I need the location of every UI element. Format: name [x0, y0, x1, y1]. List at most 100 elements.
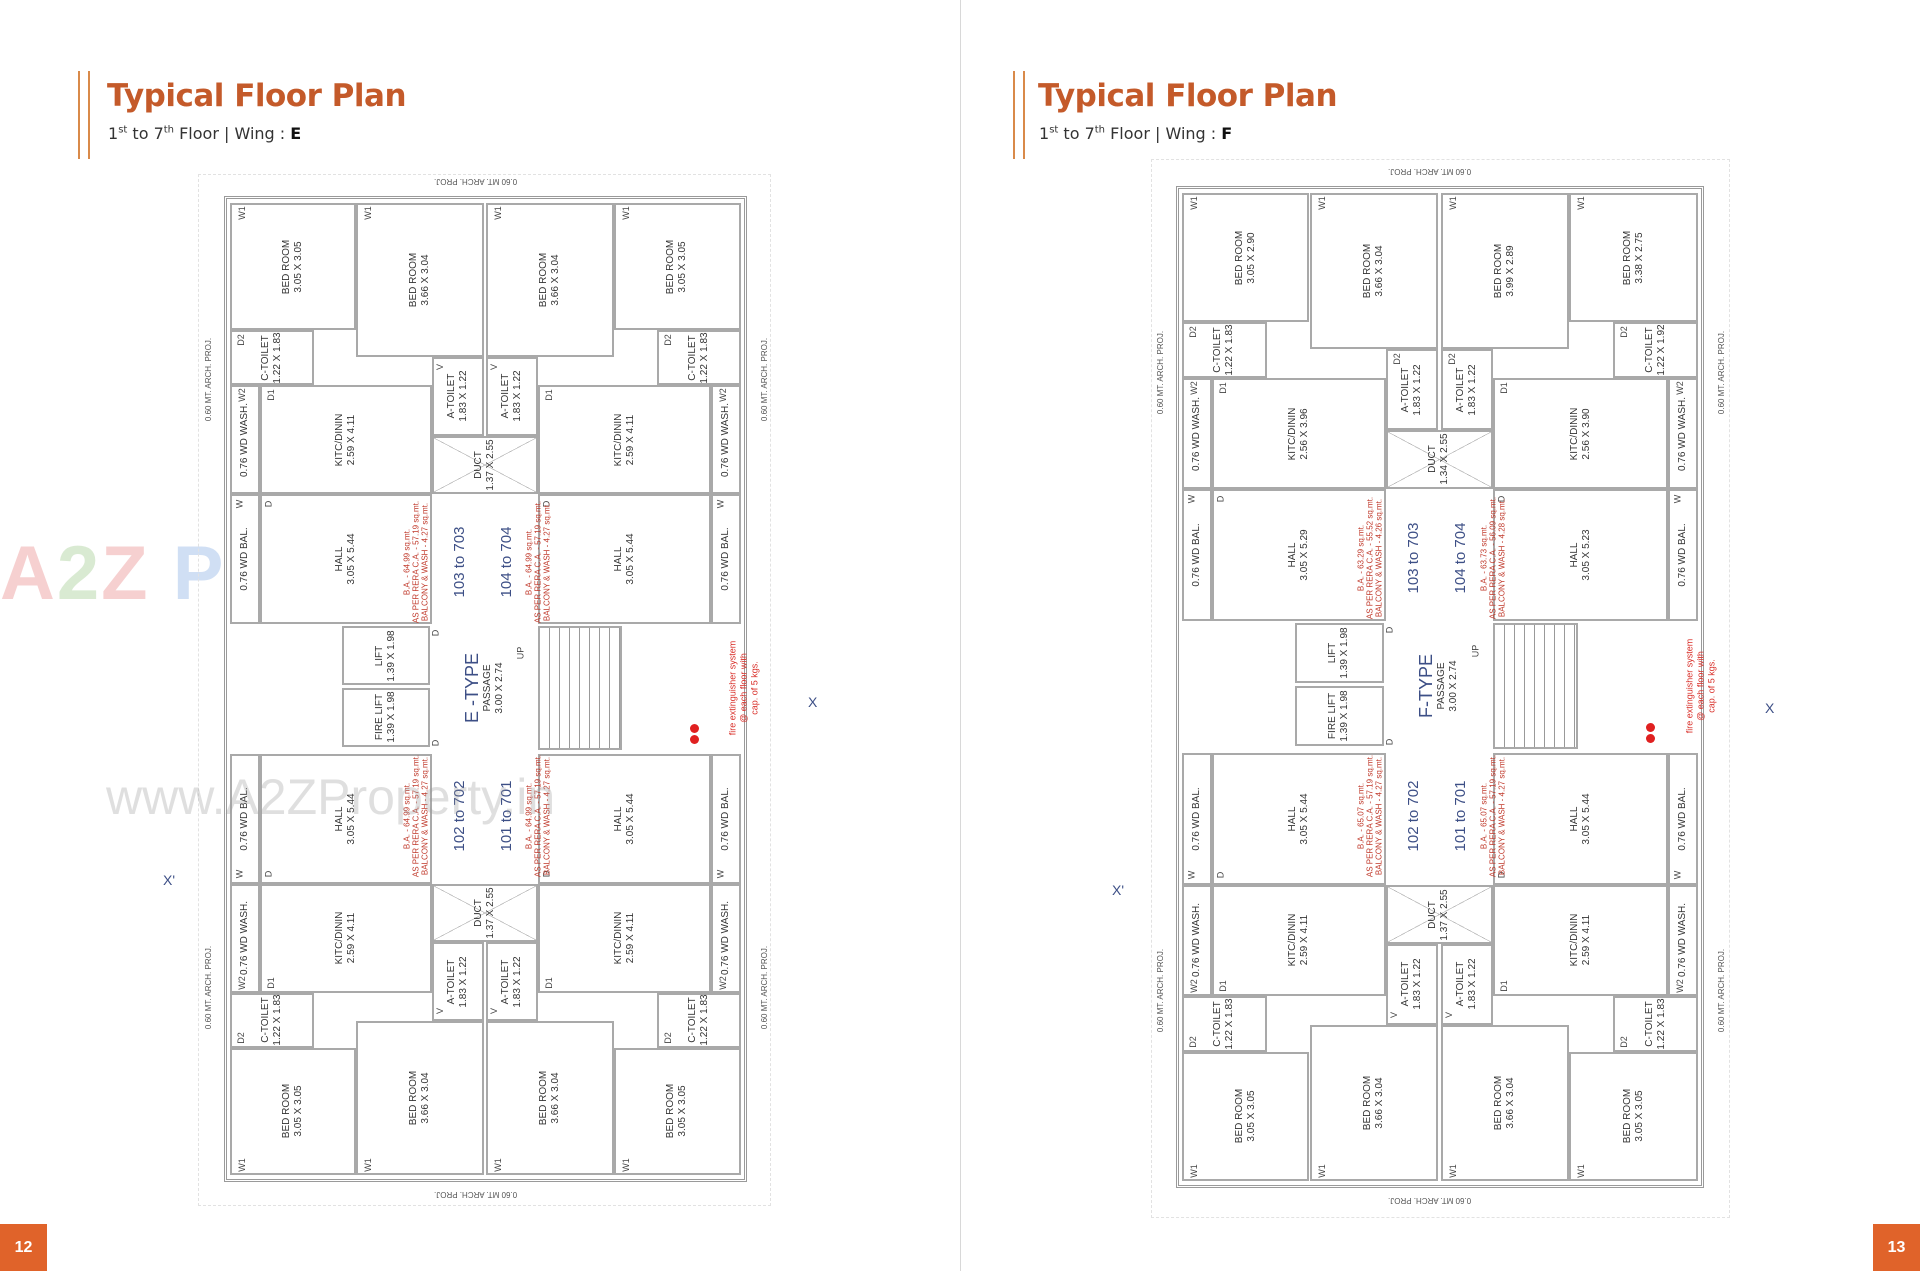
unit-number: 104 to 704 [489, 503, 525, 621]
room-label: 0.76 WD BAL. [1677, 523, 1689, 586]
room-size: 3.66 X 3.04 [420, 1072, 432, 1124]
room-name: KITC/DININ [612, 912, 624, 965]
floor-from: 1 [1039, 124, 1050, 143]
opening-tag: D2 [662, 334, 673, 347]
opening-tag: W [1672, 494, 1683, 504]
room-label: 0.76 WD WASH. [720, 901, 732, 975]
room-name: KITC/DININ [612, 413, 624, 466]
section-marker-x-prime: X' [163, 872, 176, 888]
room-size: 3.66 X 3.04 [420, 254, 432, 306]
arch-proj-label-top: 0.60 MT. ARCH. PROJ. [1387, 167, 1471, 176]
room-name: 0.76 WD WASH. [1191, 396, 1202, 471]
floor-to-sup: th [1094, 124, 1106, 136]
room-size: 1.83 X 1.22 [1466, 958, 1478, 1010]
room-size: 1.22 X 1.83 [271, 994, 283, 1046]
room-name: C-TOILET [259, 335, 271, 381]
arch-proj-label-bottom: 0.60 MT. ARCH. PROJ. [1387, 1196, 1471, 1205]
room-label: 0.76 WD WASH. [1191, 903, 1203, 977]
room-label: 0.76 WD BAL. [1677, 787, 1689, 850]
fire-lift-name: FIRE LIFT [373, 694, 385, 741]
arch-proj-label-right: 0.60 MT. ARCH. PROJ. [759, 945, 769, 1030]
unit-area: B.A. - 65.07 sq.mt.AS PER RERA C.A. - 57… [1354, 755, 1385, 877]
arch-proj-label-left: 0.60 MT. ARCH. PROJ. [204, 338, 214, 422]
room-size: 3.05 X 3.05 [677, 241, 689, 293]
room-size: 2.59 X 4.11 [624, 414, 636, 465]
flat-type-label: F-TYPE [1416, 653, 1437, 718]
room-label: 0.76 WD BAL. [720, 787, 732, 850]
room-size: 3.38 X 2.75 [1633, 232, 1645, 284]
opening-tag: W2 [1674, 381, 1685, 395]
room-size: 3.99 X 2.89 [1504, 245, 1516, 297]
room-name: BED ROOM [281, 1084, 293, 1139]
opening-tag: D2 [1187, 1035, 1198, 1048]
staircase [1493, 623, 1579, 749]
room-label: 0.76 WD WASH. [1677, 903, 1689, 977]
room-name: 0.76 WD WASH. [720, 901, 732, 976]
room-name: HALL [1286, 542, 1298, 568]
room-name: C-TOILET [687, 997, 699, 1043]
opening-tag: D1 [1498, 979, 1509, 992]
room-size: 3.66 X 3.04 [1504, 1077, 1516, 1129]
staircase [538, 626, 623, 750]
room-name: BED ROOM [1492, 1075, 1504, 1131]
unit-label: 104 to 704 [497, 526, 515, 598]
room-name: BED ROOM [1621, 1089, 1633, 1144]
area-line: AS PER RERA C.A. - 57.19 sq.mt. [1365, 755, 1375, 878]
arch-proj-label-left: 0.60 MT. ARCH. PROJ. [1156, 948, 1166, 1032]
opening-tag: W2 [1674, 979, 1685, 993]
room-name: BED ROOM [408, 252, 420, 308]
opening-tag: D2 [235, 1031, 246, 1044]
room-size: 1.22 X 1.83 [699, 332, 711, 384]
room-label: 0.76 WD WASH. [239, 403, 251, 477]
room-name: BED ROOM [281, 239, 293, 294]
room-size: 3.66 X 3.04 [549, 254, 561, 306]
room-name: 0.76 WD BAL. [238, 527, 250, 591]
room-name: HALL [1568, 806, 1580, 832]
room-size: 3.05 X 5.29 [1298, 529, 1310, 581]
page-number: 12 [0, 1224, 47, 1271]
room-size: 1.83 X 1.22 [457, 370, 469, 423]
area-lines: B.A. - 65.07 sq.mt.AS PER RERA C.A. - 57… [1356, 755, 1383, 877]
opening-tag: W1 [1316, 1164, 1327, 1178]
wing-letter: E [290, 124, 302, 143]
page-right: Typical Floor Plan 1st to 7th Floor | Wi… [961, 0, 1920, 1271]
room-name: A-TOILET [1454, 367, 1466, 413]
opening-tag: D1 [265, 977, 276, 989]
floor-to-sup: th [163, 124, 175, 136]
fire-note: fire extinguisher system@ each floor wit… [723, 626, 764, 749]
room-size: 3.05 X 3.05 [1633, 1090, 1645, 1142]
arch-proj-label-right: 0.60 MT. ARCH. PROJ. [1716, 331, 1726, 415]
opening-tag: V [434, 363, 445, 370]
room-bal-top: 0.76 WD BAL.W [711, 493, 741, 625]
unit-label: 102 to 702 [1405, 781, 1422, 852]
unit-range: 104 to 704 [497, 526, 515, 598]
